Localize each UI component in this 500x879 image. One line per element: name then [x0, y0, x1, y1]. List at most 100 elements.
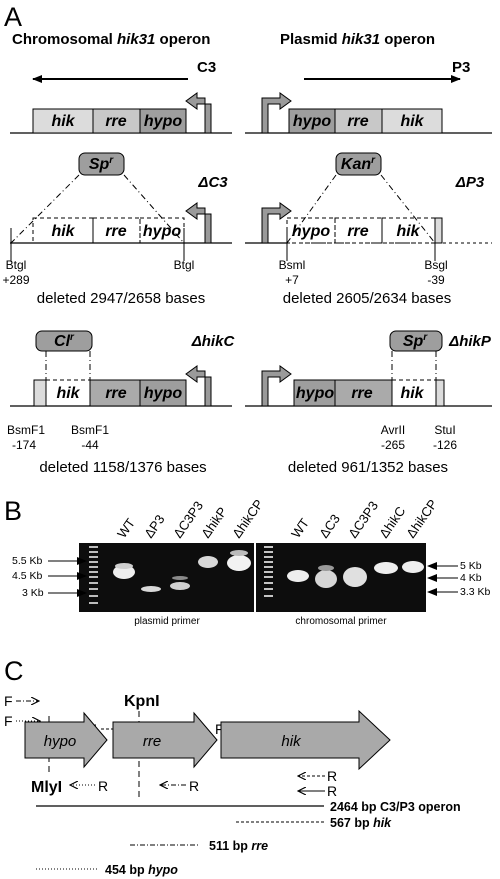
kpni-site-label: KpnI — [124, 693, 160, 710]
avrii-site: AvrII — [381, 423, 405, 437]
btgl-right-site: Btgl — [174, 258, 195, 272]
hik-gene: hik — [51, 223, 75, 240]
deleted-p3-text: deleted 2605/2634 bases — [283, 290, 451, 307]
delta-p3-construct: Kanr hypo rre hik ΔP3 Bsml +7 Bsgl -39 d… — [245, 152, 492, 307]
reverse-primer-label: R — [327, 783, 337, 799]
bsmf1-b-position: -44 — [81, 438, 99, 452]
hik-gene-arrow — [220, 709, 391, 771]
delta-p3-label: ΔP3 — [455, 174, 485, 191]
rre-gene: rre — [105, 385, 126, 402]
deleted-c3-text: deleted 2947/2658 bases — [37, 290, 205, 307]
plasmid-operon-title: Plasmid hik31 operon — [280, 31, 435, 48]
hik-gene: hik — [400, 113, 424, 130]
gel-chromosomal-primer — [256, 543, 426, 612]
hypo-gene-arrow — [24, 711, 108, 769]
rre-gene: rre — [347, 113, 368, 130]
hypo-gene: hypo — [296, 385, 334, 402]
reverse-primer-label: R — [98, 778, 108, 794]
chromosomal-primer-caption: chromosomal primer — [295, 616, 387, 627]
kan-cassette-label: Kanr — [341, 155, 376, 173]
gel-plasmid-primer — [79, 543, 254, 612]
reverse-primer-label: R — [327, 768, 337, 784]
delta-hikp-construct: Spr hypo rre hik ΔhikP AvrII -265 StuI -… — [245, 330, 492, 476]
panel-letter-b: B — [4, 496, 22, 526]
rre-gene-arrow — [112, 711, 218, 769]
delta-hikp-label: ΔhikP — [448, 333, 492, 350]
mlyi-site-label: MlyI — [31, 779, 62, 796]
promoter-arrow-icon — [261, 92, 292, 134]
plasmid-lane-labels: WT ΔP3 ΔC3P3 ΔhikP ΔhikCP — [114, 497, 266, 541]
bsml-position: +7 — [285, 273, 299, 287]
promoter-arrow-icon — [185, 92, 212, 134]
rre-gene: rre — [347, 223, 368, 240]
delta-c3-construct: Spr hik rre hypo ΔC3 Btgl +289 Btgl dele… — [2, 152, 232, 307]
chromosomal-operon-title: Chromosomal hik31 operon — [12, 31, 210, 48]
bsmf1-a-site: BsmF1 — [7, 423, 45, 437]
bsgl-position: -39 — [427, 273, 445, 287]
lane-label: ΔhikCP — [403, 497, 440, 541]
kan-cassette — [335, 152, 382, 176]
hypo-gene: hypo — [144, 113, 182, 130]
size-marker: 4.5 Kb — [12, 570, 43, 582]
plasmid-primer-caption: plasmid primer — [134, 616, 200, 627]
delta-hikc-construct: Clr hik rre hypo ΔhikC BsmF1 -174 BsmF1 … — [7, 330, 236, 476]
delta-hikc-label: ΔhikC — [191, 333, 236, 350]
size-marker: 3 Kb — [22, 587, 44, 599]
rre-product-label: 511 bp rre — [209, 839, 268, 853]
forward-primer-label: F — [4, 713, 13, 729]
deleted-hikp-text: deleted 961/1352 bases — [288, 459, 448, 476]
lane-label: ΔP3 — [141, 512, 167, 541]
panel-letter-a: A — [4, 2, 22, 32]
forward-primers-5prime: F F — [4, 693, 40, 729]
sp-cassette — [78, 152, 125, 176]
lane-label: ΔhikCP — [229, 497, 266, 541]
chromosomal-size-markers: 5 Kb 4 Kb 3.3 Kb — [427, 560, 491, 598]
panel-letter-c: C — [4, 656, 24, 686]
hypo-gene: hypo — [144, 385, 182, 402]
hik-gene: hik — [56, 385, 80, 402]
lane-label: ΔC3 — [316, 511, 343, 540]
forward-primer-label: F — [215, 721, 224, 737]
promoter-arrow-icon — [185, 202, 212, 244]
forward-primer-label: F — [4, 693, 13, 709]
bsml-site: Bsml — [279, 258, 306, 272]
btgl-left-site: Btgl — [6, 258, 27, 272]
promoter-arrow-icon — [185, 365, 212, 407]
sp-cassette-label: Spr — [403, 332, 428, 350]
stul-position: -126 — [433, 438, 457, 452]
hypo-gene: hypo — [293, 113, 331, 130]
lane-label: ΔC3P3 — [345, 498, 381, 540]
avrii-position: -265 — [381, 438, 405, 452]
bsmf1-b-site: BsmF1 — [71, 423, 109, 437]
cl-cassette-label: Clr — [54, 332, 75, 350]
hypo-gene-label: hypo — [44, 733, 77, 750]
chromosomal-lane-labels: WT ΔC3 ΔC3P3 ΔhikC ΔhikCP — [288, 497, 440, 541]
rre-gene: rre — [351, 385, 372, 402]
rre-gene: rre — [105, 223, 126, 240]
hypo-gene: hypo — [292, 223, 330, 240]
size-marker: 5 Kb — [460, 560, 482, 572]
lane-label: WT — [288, 516, 312, 541]
lane-label: ΔhikC — [376, 504, 408, 541]
size-marker: 5.5 Kb — [12, 555, 43, 567]
cl-cassette — [35, 330, 93, 352]
rre-gene: rre — [105, 113, 126, 130]
c3-label: C3 — [197, 59, 216, 76]
bsgl-site: Bsgl — [424, 258, 447, 272]
promoter-arrow-icon — [261, 365, 292, 407]
stul-site: StuI — [434, 423, 455, 437]
plasmid-operon: hypo rre hik — [245, 92, 492, 134]
bsmf1-a-position: -174 — [12, 438, 36, 452]
plasmid-size-markers: 5.5 Kb 4.5 Kb 3 Kb — [12, 555, 87, 599]
hik-gene: hik — [396, 223, 420, 240]
size-marker: 3.3 Kb — [460, 586, 491, 598]
hik-gene: hik — [51, 113, 75, 130]
rre-gene-label: rre — [143, 733, 161, 750]
sp-cassette-label: Spr — [89, 155, 114, 173]
promoter-arrow-icon — [261, 202, 292, 244]
hik-gene-label: hik — [281, 733, 302, 750]
size-marker: 4 Kb — [460, 572, 482, 584]
deleted-hikc-text: deleted 1158/1376 bases — [39, 459, 206, 476]
